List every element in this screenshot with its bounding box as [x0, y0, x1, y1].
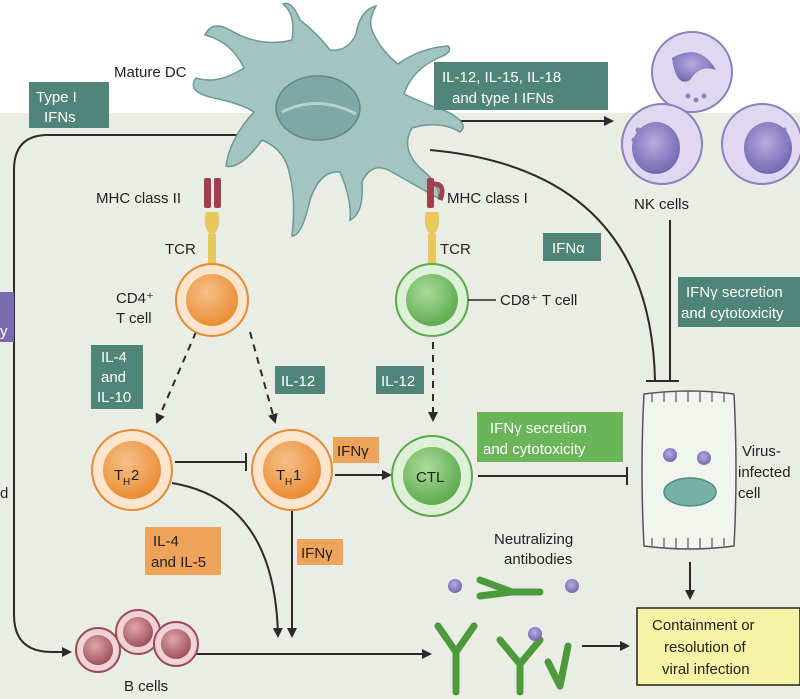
- il12-il15-il18-box: IL-12, IL-15, IL-18 and type I IFNs: [434, 62, 608, 110]
- th1-label-t: T: [276, 467, 285, 484]
- ifng-small1-label: IFNγ: [337, 443, 369, 460]
- ctl-ifng-line1: IFNγ secretion: [490, 420, 587, 437]
- antibodies: [434, 576, 572, 696]
- th1-label-num: 1: [293, 467, 301, 484]
- il4-il5-line1: IL-4: [153, 533, 179, 550]
- il12-mid-box: IL-12: [275, 366, 325, 394]
- tcr-left-label: TCR: [165, 241, 196, 258]
- th2-label-t: T: [114, 467, 123, 484]
- containment-line2: resolution of: [664, 639, 747, 656]
- antigen-particles: [448, 579, 579, 641]
- connectors: [13, 116, 695, 659]
- th1-label-h: H: [285, 477, 292, 488]
- mhc-class-i-label: MHC class I: [447, 190, 528, 207]
- mature-dc-label: Mature DC: [114, 64, 187, 81]
- b-cells: [75, 609, 199, 673]
- ifng-small2-label: IFNγ: [301, 545, 333, 562]
- cd4-t-cell: [175, 263, 249, 337]
- il4-il5-line2: and IL-5: [151, 554, 206, 571]
- virus-label-line2: infected: [738, 464, 791, 481]
- mhc-class-ii-receptor: [204, 178, 221, 266]
- virus-infected-cell: [641, 390, 737, 550]
- virus-label-line1: Virus-: [742, 443, 781, 460]
- neutralizing-label-line2: antibodies: [504, 551, 572, 568]
- containment-box: Containment or resolution of viral infec…: [636, 607, 800, 686]
- th1-cell: T H 1: [251, 429, 333, 511]
- cd4-label-line1: CD4⁺: [116, 290, 154, 307]
- ctl-ifng-secretion-box: IFNγ secretion and cytotoxicity: [477, 412, 623, 462]
- type1-ifns-label-line1: Type I: [36, 89, 77, 106]
- mhc-class-ii-label: MHC class II: [96, 190, 181, 207]
- nk-cells: [621, 31, 800, 185]
- mhc-class-i-receptor: [424, 178, 445, 264]
- neutralizing-label-line1: Neutralizing: [494, 531, 573, 548]
- nk-ifng-line2: and cytotoxicity: [681, 305, 784, 322]
- left-cropped-box: y: [0, 292, 14, 342]
- cd4-label-line2: T cell: [116, 310, 152, 327]
- il12-box-line1: IL-12, IL-15, IL-18: [442, 69, 561, 86]
- nk-ifng-secretion-box: IFNγ secretion and cytotoxicity: [678, 277, 800, 327]
- il4-il5-box: IL-4 and IL-5: [145, 527, 221, 575]
- tcr-right-label: TCR: [440, 241, 471, 258]
- il12-mid-label: IL-12: [281, 373, 315, 390]
- left-cropped-text: y: [0, 323, 8, 340]
- containment-line1: Containment or: [652, 617, 755, 634]
- ctl-ifng-line2: and cytotoxicity: [483, 441, 586, 458]
- il4-il10-line3: IL-10: [97, 389, 131, 406]
- type1-ifns-label-line2: IFNs: [44, 109, 76, 126]
- ctl-cell: CTL: [391, 435, 473, 517]
- cd8-t-cell: [395, 263, 469, 337]
- ifn-alpha-label: IFNα: [552, 240, 585, 257]
- th2-label-h: H: [123, 477, 130, 488]
- th2-label-num: 2: [131, 467, 139, 484]
- il4-il10-box: IL-4 and IL-10: [91, 345, 143, 409]
- ifn-alpha-box: IFNα: [543, 233, 601, 261]
- th2-cell: T H 2: [91, 429, 173, 511]
- il4-il10-line1: IL-4: [101, 349, 127, 366]
- nk-ifng-line1: IFNγ secretion: [686, 284, 783, 301]
- containment-line3: viral infection: [662, 661, 750, 678]
- mature-dendritic-cell: [192, 2, 464, 237]
- il12-right-box: IL-12: [376, 366, 424, 394]
- ctl-label: CTL: [416, 469, 444, 486]
- il12-box-line2: and type I IFNs: [452, 90, 554, 107]
- virus-particles: [663, 448, 711, 465]
- cd8-label: CD8⁺ T cell: [500, 292, 577, 309]
- nk-cells-label: NK cells: [634, 196, 689, 213]
- left-cropped-text-bottom: d: [0, 485, 8, 502]
- ifng-box-th1-down: IFNγ: [297, 539, 343, 565]
- type1-ifns-box: Type I IFNs: [29, 82, 109, 128]
- il4-il10-line2: and: [101, 369, 126, 386]
- il12-right-label: IL-12: [381, 373, 415, 390]
- b-cells-label: B cells: [124, 678, 168, 695]
- virus-label-line3: cell: [738, 485, 761, 502]
- ifng-box-th1-ctl: IFNγ: [333, 437, 379, 463]
